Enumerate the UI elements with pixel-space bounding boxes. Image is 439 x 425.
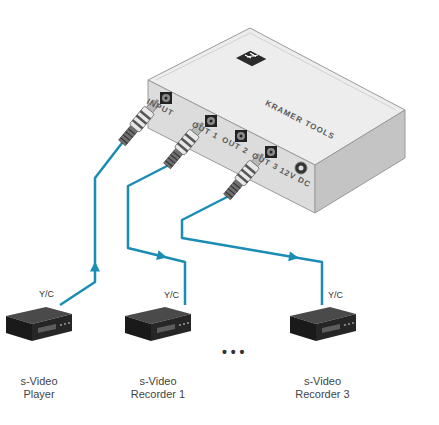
- illustration-part: [299, 166, 304, 171]
- signal-label: Y/C: [327, 290, 344, 301]
- device-button: [344, 324, 346, 326]
- device-label: s-Video Recorder 3: [290, 375, 356, 401]
- top-edge-highlight: [156, 33, 396, 110]
- connector-port: OUT 3: [265, 146, 279, 162]
- device-display: [322, 324, 340, 333]
- amplifier-side: [315, 110, 405, 213]
- device-front: [32, 314, 72, 341]
- device-front: [316, 314, 356, 341]
- illustration-part: [237, 132, 245, 140]
- arrowhead: [156, 250, 167, 260]
- port-label: OUT 3: [250, 152, 279, 172]
- connector-port: INPUT: [160, 92, 174, 108]
- distribution-amplifier: INPUTOUT 1OUT 2OUT 312V DCKRAMER TOOLS: [148, 25, 406, 215]
- illustration-part: [265, 146, 277, 158]
- video-device: s-Video Recorder 3: [280, 305, 365, 401]
- port-label: 12V DC: [278, 167, 312, 190]
- device-button: [348, 323, 350, 325]
- device-front: [151, 314, 191, 341]
- illustration-part: [165, 97, 168, 100]
- svideo-socket: [265, 146, 277, 158]
- illustration-part: [207, 117, 215, 125]
- connector-port: OUT 1: [205, 115, 219, 131]
- brand-logo-mark: [245, 53, 258, 58]
- device-end: [125, 316, 151, 341]
- port-label: INPUT: [145, 98, 174, 118]
- brand-logo: [236, 51, 266, 66]
- connector-port: OUT 2: [235, 130, 249, 146]
- illustration-part: [210, 120, 213, 123]
- device-label: s-Video Recorder 1: [125, 375, 191, 401]
- device-button: [68, 322, 70, 324]
- device-icon: [4, 305, 74, 345]
- signal-label: Y/C: [38, 289, 55, 300]
- brand-label: KRAMER TOOLS: [264, 99, 336, 142]
- svideo-socket: [205, 115, 217, 127]
- device-display: [38, 324, 56, 333]
- port-label: OUT 2: [220, 136, 249, 156]
- device-button: [352, 322, 354, 324]
- illustration-part: [240, 135, 243, 138]
- device-button: [60, 324, 62, 326]
- device-display: [157, 324, 175, 333]
- video-device: s-Video Recorder 1: [118, 305, 198, 401]
- illustration-part: [162, 94, 170, 102]
- svideo-socket: [235, 130, 247, 142]
- illustration-part: [235, 130, 247, 142]
- arrowhead: [288, 251, 299, 261]
- device-label: s-Video Player: [6, 375, 72, 401]
- illustration-part: [267, 148, 275, 156]
- device-icon: [288, 305, 358, 345]
- ellipsis-mark: • • •: [222, 344, 244, 360]
- device-button: [187, 322, 189, 324]
- video-device: s-Video Player: [3, 305, 75, 401]
- device-button: [64, 323, 66, 325]
- svideo-socket: [160, 92, 172, 104]
- illustration-part: [270, 151, 273, 154]
- device-icon: [123, 305, 193, 345]
- illustration-part: [160, 92, 172, 104]
- svideo-cable: [60, 100, 160, 305]
- signal-label: Y/C: [163, 290, 180, 301]
- arrowhead: [90, 261, 100, 271]
- connector-port: 12V DC: [295, 162, 309, 178]
- device-button: [183, 323, 185, 325]
- port-label: OUT 1: [190, 121, 219, 141]
- device-end: [6, 316, 32, 341]
- device-button: [179, 324, 181, 326]
- power-jack: [295, 162, 307, 174]
- illustration-part: [295, 162, 307, 174]
- device-end: [290, 316, 316, 341]
- amplifier-front: [148, 80, 315, 213]
- illustration-part: [205, 115, 217, 127]
